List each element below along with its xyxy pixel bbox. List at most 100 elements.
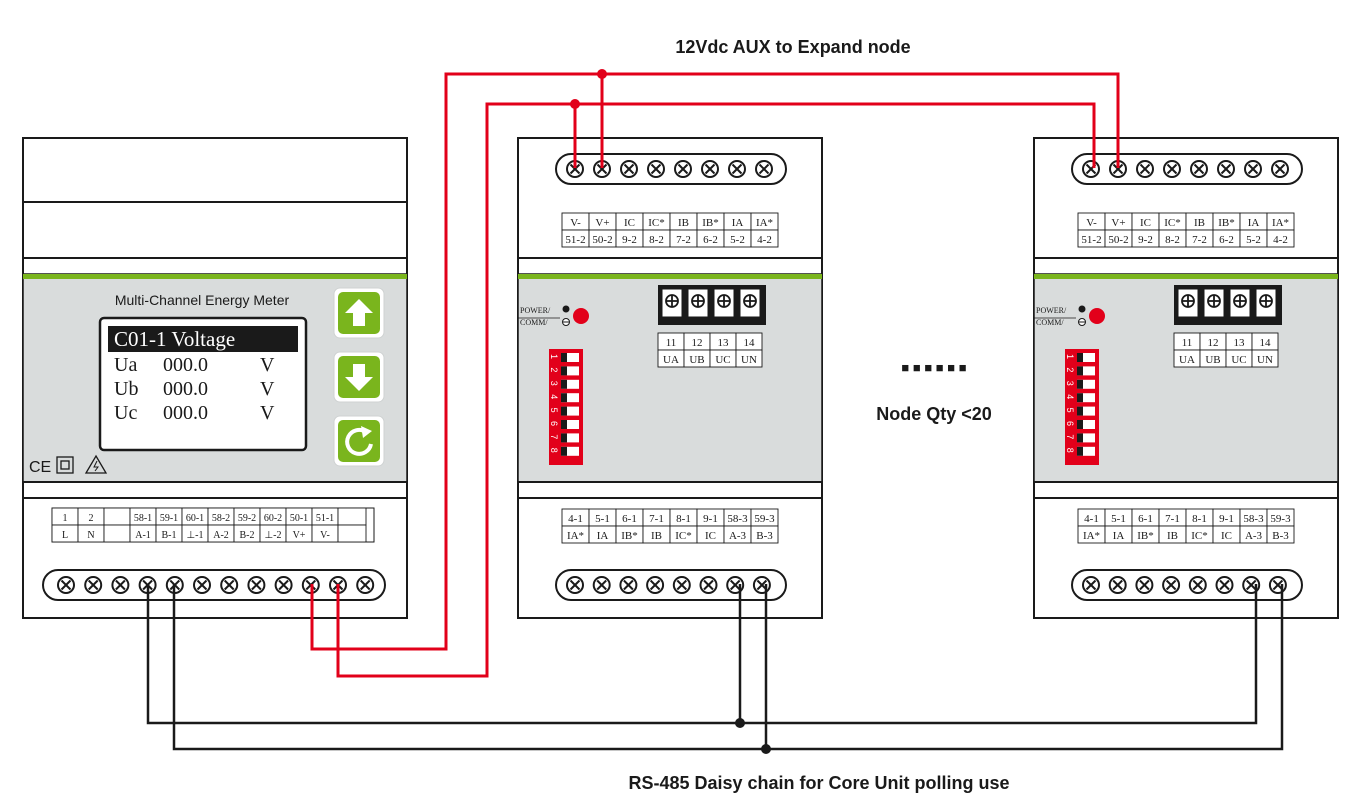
terminal-label: IC: [1140, 217, 1151, 229]
down-button[interactable]: [333, 351, 385, 403]
power-wire-vplus: [310, 72, 1120, 651]
terminal-label: 58-3: [1243, 513, 1264, 525]
dip-switch-slot[interactable]: [561, 446, 579, 456]
ce-mark: CE: [29, 459, 51, 476]
terminal-screw: [619, 576, 638, 594]
terminal-label: 8-1: [1192, 513, 1207, 525]
core-title: Multi-Channel Energy Meter: [115, 292, 290, 308]
dip-switch-slot[interactable]: [1077, 379, 1095, 389]
power-label: POWER/: [520, 306, 551, 315]
node-green-stripe: [518, 274, 822, 279]
power-label: POWER/: [1036, 306, 1067, 315]
node-bottom-screw-strip: [1071, 569, 1303, 601]
terminal-label: 51-2: [565, 234, 585, 246]
terminal-label: 9-1: [1219, 513, 1234, 525]
dip-switch-slot[interactable]: [561, 406, 579, 416]
terminal-label: V+: [293, 530, 306, 541]
terminal-label: V-: [570, 217, 581, 229]
dip-switch-slot[interactable]: [1077, 433, 1095, 443]
node-lower-terminal-table: 4-1IA*5-1IA6-1IB*7-1IB8-1IC*9-1IC58-3A-3…: [561, 508, 779, 544]
terminal-screw: [1082, 160, 1100, 178]
terminal-label: IB: [651, 530, 662, 542]
down-arrow-icon: [345, 364, 373, 391]
terminal-label: 11: [1182, 337, 1193, 349]
terminal-label: 4-1: [1084, 513, 1099, 525]
terminal-screw: [752, 576, 771, 594]
terminal-screw: [1271, 160, 1289, 178]
terminal-label: A-2: [213, 530, 229, 541]
status-led-icon: [573, 308, 589, 324]
terminal-screw: [356, 576, 375, 594]
dip-switch-slot[interactable]: [561, 393, 579, 403]
terminal-label: 5-1: [1111, 513, 1126, 525]
dip-number: 3: [1065, 381, 1075, 386]
node-top-screw-strip: [1071, 153, 1303, 185]
terminal-label: IA*: [1083, 530, 1100, 542]
dip-switch-slot[interactable]: [561, 353, 579, 362]
terminal-label: 6-1: [1138, 513, 1153, 525]
power-wires: [310, 69, 1120, 678]
terminal-screw: [1082, 576, 1100, 594]
rs485-wire-b: [172, 584, 1284, 751]
terminal-label: IA*: [567, 530, 584, 542]
terminal-screw: [701, 160, 719, 178]
terminal-label: N: [87, 530, 94, 541]
terminal-screw: [57, 576, 75, 594]
terminal-screw: [193, 576, 211, 594]
dip-number: 3: [549, 381, 559, 386]
refresh-button[interactable]: [333, 415, 385, 467]
dip-number: 7: [549, 434, 559, 439]
lcd-row-label: Uc: [114, 402, 137, 424]
bottom-caption: RS-485 Daisy chain for Core Unit polling…: [628, 773, 1009, 793]
dip-switch-slot[interactable]: [561, 420, 579, 429]
terminal-label: 11: [666, 337, 677, 349]
terminal-screw: [111, 576, 130, 594]
dip-switch-slot[interactable]: [1077, 406, 1095, 416]
terminal-label: 4-2: [1273, 234, 1288, 246]
terminal-label: 50-1: [290, 513, 308, 524]
terminal-label: A-3: [729, 530, 747, 542]
terminal-label: 59-3: [754, 513, 775, 525]
dip-switch-slot[interactable]: [1077, 420, 1095, 429]
terminal-screw: [1108, 576, 1127, 594]
terminal-label: 60-2: [264, 513, 282, 524]
terminal-label: IB: [1194, 217, 1205, 229]
terminal-screw: [1188, 576, 1207, 594]
refresh-icon: [345, 427, 373, 456]
dip-switch-slot[interactable]: [561, 366, 579, 376]
core-green-stripe: [23, 274, 407, 279]
lcd-header: C01-1 Voltage: [114, 327, 235, 351]
warning-icon: [84, 454, 108, 474]
terminal-screw: [620, 160, 638, 178]
terminal-screw: [646, 576, 665, 594]
terminal-screw: [592, 576, 611, 594]
dip-number: 4: [1065, 394, 1075, 399]
dip-switch-slot[interactable]: [1077, 393, 1095, 403]
up-button[interactable]: [333, 287, 385, 339]
terminal-screw: [647, 160, 665, 178]
terminal-label: 51-2: [1081, 234, 1101, 246]
terminal-label: 5-2: [730, 234, 745, 246]
dip-switch-slot[interactable]: [1077, 353, 1095, 362]
dip-switch-slot[interactable]: [1077, 366, 1095, 376]
terminal-screw: [755, 160, 773, 178]
status-led-icon: [1089, 308, 1105, 324]
terminal-label: 2: [89, 513, 94, 524]
dip-switch-slot[interactable]: [561, 379, 579, 389]
terminal-label: A-3: [1245, 530, 1263, 542]
core-screw-strip: [42, 569, 386, 601]
terminal-label: B-2: [240, 530, 255, 541]
terminal-label: 12: [692, 337, 703, 349]
dip-switch-slot[interactable]: [1077, 446, 1095, 456]
terminal-label: 51-1: [316, 513, 334, 524]
dip-switch-slot[interactable]: [561, 433, 579, 443]
terminal-label: 5-1: [595, 513, 610, 525]
dip-number: 8: [1065, 448, 1075, 453]
up-arrow-icon: [345, 299, 373, 326]
terminal-label: V-: [320, 530, 330, 541]
terminal-screw: [247, 576, 266, 594]
terminal-label: 5-2: [1246, 234, 1261, 246]
terminal-label: IC*: [675, 530, 692, 542]
